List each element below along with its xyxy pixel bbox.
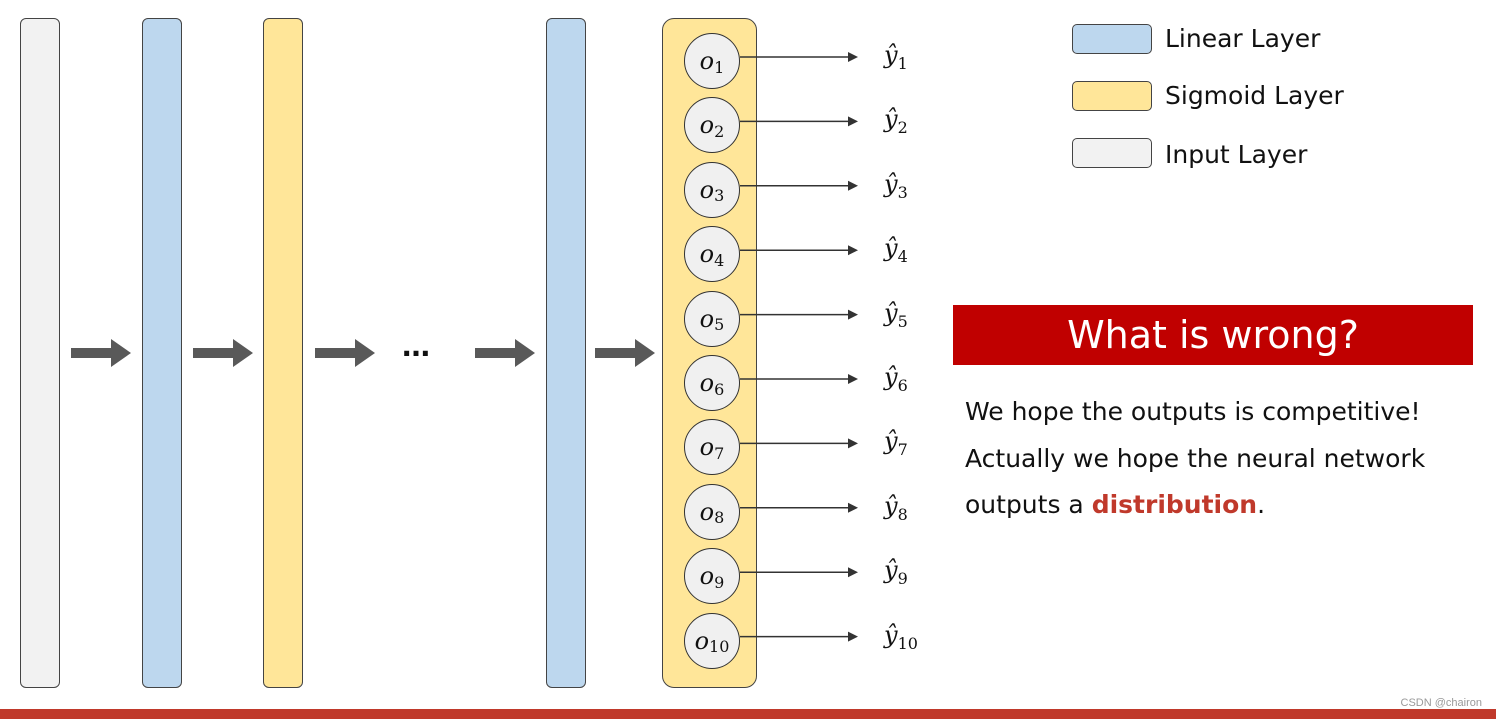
flow-arrow-icon: [475, 339, 535, 367]
question-banner: What is wrong?: [953, 305, 1473, 365]
output-node-index: 5: [714, 315, 725, 335]
body-line-3-suffix: .: [1257, 490, 1266, 519]
sigmoid-layer-bar: [263, 18, 303, 688]
prediction-index: 2: [897, 118, 908, 138]
output-node-symbol: o: [699, 175, 715, 204]
prediction-symbol: ŷ: [884, 491, 898, 520]
prediction-label: ŷ1: [884, 41, 908, 73]
prediction-symbol: ŷ: [884, 105, 898, 134]
output-node-index: 1: [714, 57, 725, 77]
flow-arrow-icon: [315, 339, 375, 367]
prediction-index: 4: [897, 246, 908, 266]
prediction-label: ŷ7: [884, 427, 908, 459]
prediction-label: ŷ4: [884, 234, 908, 266]
prediction-symbol: ŷ: [884, 620, 898, 649]
prediction-symbol: ŷ: [884, 427, 898, 456]
output-arrowhead-icon: [848, 438, 858, 449]
prediction-label: ŷ9: [884, 556, 908, 588]
output-arrowhead-icon: [848, 245, 858, 256]
output-arrowhead-icon: [848, 374, 858, 384]
output-node-index: 2: [714, 121, 725, 141]
watermark: CSDN @chairon: [1400, 697, 1482, 709]
output-node-symbol: o: [699, 433, 715, 462]
output-node-symbol: o: [699, 304, 715, 333]
prediction-index: 10: [897, 633, 918, 653]
prediction-label: ŷ10: [884, 621, 918, 653]
legend-label-linear: Linear Layer: [1165, 24, 1321, 53]
output-arrowhead-icon: [848, 180, 858, 191]
output-node-index: 8: [714, 508, 725, 528]
input-layer-bar: [20, 18, 60, 688]
flow-arrow-icon: [595, 339, 655, 367]
linear-layer-bar: [546, 18, 586, 688]
legend-swatch-sigmoid: [1072, 81, 1152, 111]
prediction-index: 5: [897, 311, 908, 331]
prediction-symbol: ŷ: [884, 556, 898, 585]
output-arrowhead-icon: [848, 502, 858, 513]
output-node-symbol: o: [699, 497, 715, 526]
flow-arrow-icon: [71, 339, 131, 367]
prediction-label: ŷ6: [884, 363, 908, 395]
output-arrowhead-icon: [848, 52, 858, 62]
prediction-symbol: ŷ: [884, 363, 898, 391]
output-node-index: 10: [709, 637, 730, 657]
prediction-index: 1: [897, 53, 908, 73]
output-node-symbol: o: [699, 240, 715, 269]
prediction-label: ŷ5: [884, 299, 908, 331]
output-node-symbol: o: [699, 562, 715, 591]
distribution-highlight: distribution: [1091, 490, 1258, 519]
prediction-symbol: ŷ: [884, 298, 898, 327]
prediction-label: ŷ2: [884, 105, 908, 137]
legend-swatch-linear: [1072, 24, 1152, 54]
body-line-3-prefix: outputs a: [965, 490, 1092, 519]
body-line-1: We hope the outputs is competitive!: [965, 397, 1421, 426]
output-node-index: 6: [714, 379, 725, 399]
prediction-index: 3: [897, 182, 908, 202]
legend-swatch-input: [1072, 138, 1152, 168]
output-node-symbol: o: [699, 111, 715, 140]
prediction-label: ŷ8: [884, 492, 908, 524]
prediction-label: ŷ3: [884, 170, 908, 202]
output-arrowhead-icon: [848, 309, 858, 320]
linear-layer-bar: [142, 18, 182, 688]
prediction-index: 7: [897, 440, 908, 460]
output-node-symbol: o: [699, 369, 715, 397]
body-line-3: outputs a distribution.: [965, 490, 1265, 519]
prediction-symbol: ŷ: [884, 234, 898, 263]
prediction-symbol: ŷ: [884, 41, 898, 69]
output-node-index: 7: [714, 443, 725, 463]
prediction-index: 6: [897, 375, 908, 395]
output-arrowhead-icon: [848, 116, 858, 127]
output-node-index: 4: [714, 250, 725, 270]
output-node-index: 9: [714, 572, 725, 592]
output-arrowhead-icon: [848, 631, 858, 642]
output-node-index: 3: [714, 186, 725, 206]
legend-label-input: Input Layer: [1165, 140, 1308, 169]
prediction-index: 9: [897, 568, 908, 588]
body-line-2: Actually we hope the neural network: [965, 444, 1426, 473]
prediction-index: 8: [897, 504, 908, 524]
ellipsis: …: [402, 330, 431, 363]
flow-arrow-icon: [193, 339, 253, 367]
output-arrowhead-icon: [848, 567, 858, 578]
output-node-symbol: o: [699, 47, 715, 75]
footer-bar: [0, 709, 1496, 719]
output-node-symbol: o: [694, 626, 710, 655]
legend-label-sigmoid: Sigmoid Layer: [1165, 81, 1344, 110]
prediction-symbol: ŷ: [884, 169, 898, 198]
